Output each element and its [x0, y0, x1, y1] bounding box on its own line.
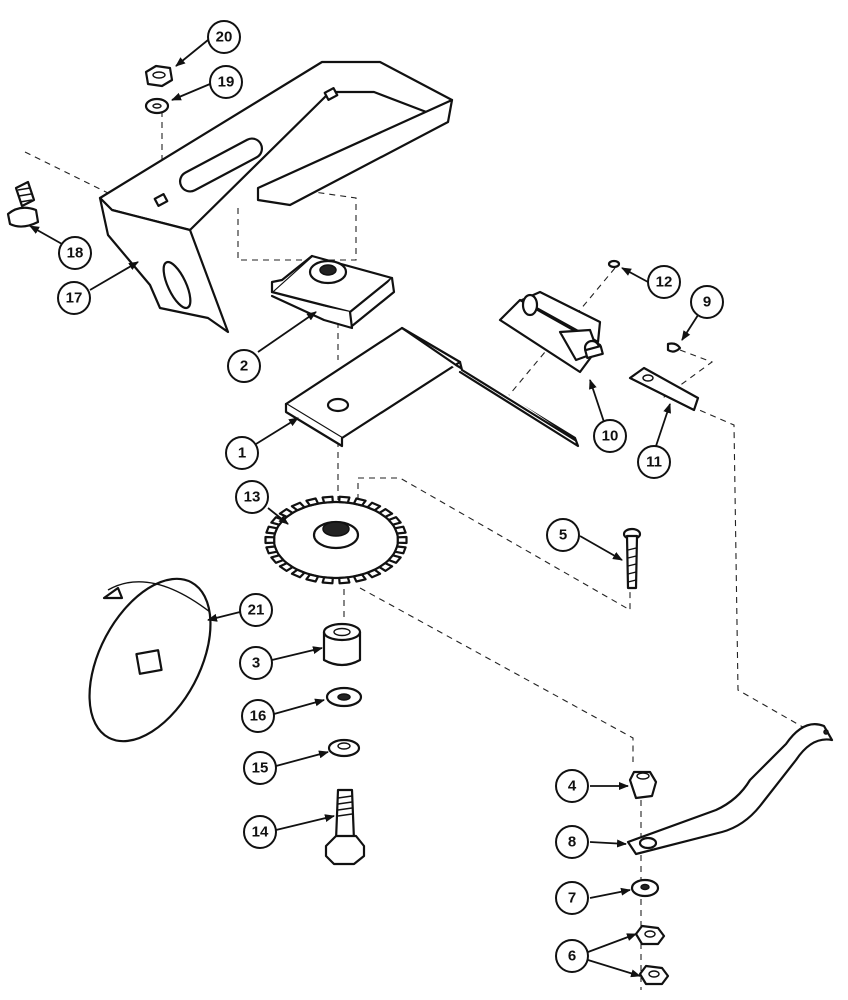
gear-tooth — [387, 516, 402, 526]
svg-text:21: 21 — [248, 602, 265, 619]
callout-8: 8 — [555, 825, 589, 859]
gear-tooth — [265, 525, 279, 535]
gear-tooth — [393, 525, 407, 535]
callout-20: 20 — [207, 20, 241, 54]
callout-1: 1 — [225, 436, 259, 470]
machine-screw — [622, 527, 642, 590]
callout-17: 17 — [57, 281, 91, 315]
disc-cover — [88, 577, 212, 743]
callout-6: 6 — [555, 939, 589, 973]
callout-16: 16 — [241, 699, 275, 733]
gear-tooth — [305, 573, 320, 583]
gear-tooth — [278, 561, 294, 573]
callout-10: 10 — [593, 419, 627, 453]
svg-text:15: 15 — [252, 760, 269, 777]
callout-9: 9 — [690, 285, 724, 319]
svg-text:13: 13 — [244, 489, 261, 506]
connecting-rod — [628, 366, 700, 412]
gear-tooth — [338, 576, 351, 585]
svg-text:5: 5 — [559, 527, 567, 544]
callout-11: 11 — [637, 445, 671, 479]
gear-tooth — [352, 497, 367, 507]
svg-text:4: 4 — [568, 778, 577, 795]
gear-tooth — [305, 497, 320, 507]
clip-nut — [270, 254, 396, 330]
gear-tooth — [396, 535, 408, 545]
svg-text:17: 17 — [66, 290, 83, 307]
callout-18: 18 — [58, 236, 92, 270]
svg-text:20: 20 — [216, 29, 233, 46]
gear-tooth — [387, 554, 402, 564]
callout-3: 3 — [239, 646, 273, 680]
gear-tooth — [378, 561, 394, 573]
gear-tooth — [290, 501, 306, 512]
carriage-bolt — [6, 180, 40, 228]
hex-nut-top — [144, 64, 174, 88]
svg-text:14: 14 — [252, 824, 269, 841]
gear-tooth — [270, 554, 285, 564]
gear-tooth — [290, 568, 306, 579]
small-screw — [607, 259, 621, 269]
gear-tooth — [378, 508, 394, 519]
svg-text:9: 9 — [703, 294, 711, 311]
gear-tooth — [366, 568, 382, 579]
switch-motor — [498, 290, 604, 374]
gear-tooth — [366, 501, 382, 512]
svg-text:8: 8 — [568, 834, 576, 851]
spacer-bushing — [322, 622, 362, 667]
callout-13: 13 — [235, 480, 269, 514]
bracket-top — [98, 60, 454, 334]
assembly-lines — [24, 100, 809, 990]
svg-text:12: 12 — [656, 274, 673, 291]
gear-tooth — [278, 508, 294, 519]
svg-text:11: 11 — [646, 454, 662, 471]
callout-7: 7 — [555, 881, 589, 915]
gear-tooth — [393, 545, 407, 555]
mounting-plate — [284, 326, 580, 448]
callout-leaders — [29, 39, 701, 978]
callout-2: 2 — [227, 349, 261, 383]
lock-washer-top — [144, 97, 170, 115]
svg-text:18: 18 — [67, 245, 84, 262]
flat-washer — [325, 686, 363, 708]
gear-tooth — [321, 576, 334, 585]
stop-nut — [628, 770, 658, 800]
callout-12: 12 — [647, 265, 681, 299]
hex-bolt — [324, 788, 366, 866]
svg-text:10: 10 — [602, 428, 619, 445]
gear-tooth — [338, 495, 351, 504]
washer-lower — [630, 878, 660, 898]
callout-15: 15 — [243, 751, 277, 785]
svg-text:2: 2 — [240, 358, 248, 375]
hex-nut-lower — [638, 964, 670, 986]
gear-tooth — [264, 535, 276, 545]
gear — [264, 495, 408, 585]
callout-5: 5 — [546, 518, 580, 552]
lever-arm — [626, 723, 834, 856]
svg-text:16: 16 — [250, 708, 267, 725]
callout-21: 21 — [239, 593, 273, 627]
svg-text:1: 1 — [238, 445, 246, 462]
callout-4: 4 — [555, 769, 589, 803]
svg-text:3: 3 — [252, 655, 260, 672]
gear-tooth — [265, 545, 279, 555]
callout-14: 14 — [243, 815, 277, 849]
svg-text:6: 6 — [568, 948, 576, 965]
hex-nut-upper — [634, 924, 666, 946]
svg-text:19: 19 — [218, 74, 235, 91]
callout-19: 19 — [209, 65, 243, 99]
lock-washer-lower — [327, 738, 361, 758]
gear-tooth — [321, 495, 334, 504]
gear-tooth — [352, 573, 367, 583]
svg-text:7: 7 — [568, 890, 576, 907]
cotter-pin — [666, 342, 682, 353]
